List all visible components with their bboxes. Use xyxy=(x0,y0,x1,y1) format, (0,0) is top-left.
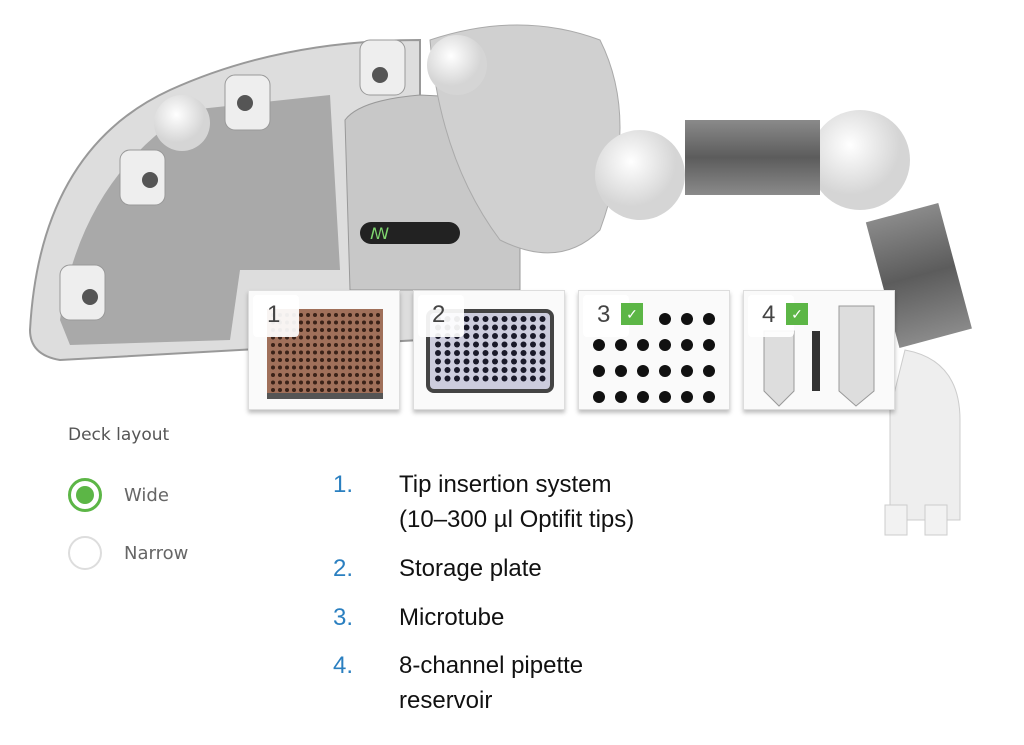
legend-text: Storage plate xyxy=(399,555,542,582)
legend-item-4: 4. 8-channel pipette reservoir xyxy=(333,648,583,718)
legend-text: 8-channel pipette xyxy=(399,652,584,679)
radio-unselected-icon xyxy=(68,536,102,570)
legend-number: 3. xyxy=(333,604,354,631)
legend-item-2: 2. Storage plate xyxy=(333,551,542,586)
radio-label: Narrow xyxy=(124,542,189,564)
slot-number: 2 xyxy=(418,295,464,337)
legend-text: Tip insertion system xyxy=(399,471,612,498)
deck-slot-4[interactable]: 4 ✓ xyxy=(743,290,895,410)
robot-deck-illustration: ꟿ xyxy=(28,24,972,536)
legend-item-3: 3. Microtube xyxy=(333,600,504,635)
reservoir-image xyxy=(763,305,875,407)
legend-number: 2. xyxy=(333,555,354,582)
radio-narrow[interactable]: Narrow xyxy=(68,536,188,570)
deck-slot-3[interactable]: 3 ✓ xyxy=(578,290,730,410)
check-icon: ✓ xyxy=(621,303,643,325)
deck-slot-2[interactable]: 2 xyxy=(413,290,565,410)
deck-layout-heading: Deck layout xyxy=(68,425,170,445)
radio-wide[interactable]: Wide xyxy=(68,478,169,512)
legend-number: 1. xyxy=(333,471,354,498)
tip-rack-image xyxy=(267,309,383,399)
legend-item-1: 1. Tip insertion system (10–300 µl Optifi… xyxy=(333,467,634,537)
svg-text:ꟿ: ꟿ xyxy=(370,224,389,243)
deck-slot-1[interactable]: 1 xyxy=(248,290,400,410)
slot-number: 1 xyxy=(253,295,299,337)
legend-number: 4. xyxy=(333,652,354,679)
radio-label: Wide xyxy=(124,484,169,506)
legend-text: (10–300 µl Optifit tips) xyxy=(399,506,635,533)
microtube-rack-image xyxy=(593,313,715,403)
legend-text: reservoir xyxy=(399,687,493,714)
legend-text: Microtube xyxy=(399,604,505,631)
radio-selected-icon xyxy=(68,478,102,512)
check-icon: ✓ xyxy=(786,303,808,325)
